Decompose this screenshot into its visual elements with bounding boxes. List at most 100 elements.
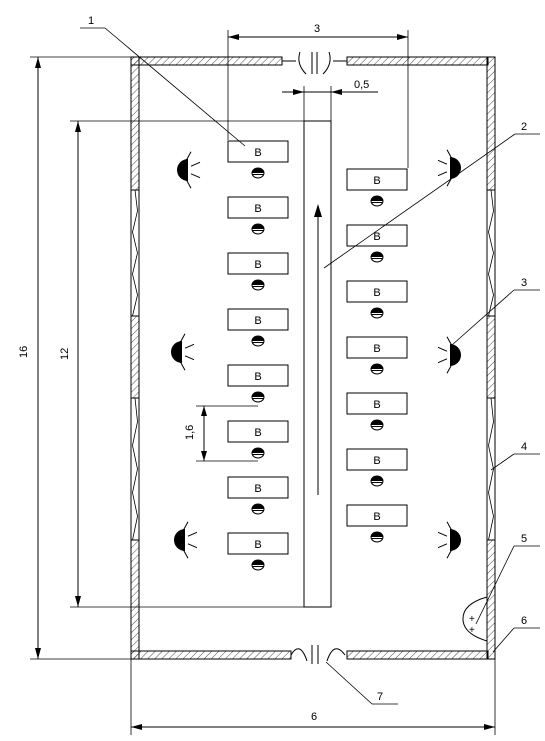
seat-icon	[370, 419, 384, 431]
dim-total-height: 16	[18, 56, 131, 660]
left-wall	[130, 56, 140, 660]
svg-text:+: +	[469, 625, 475, 636]
seat-icon	[251, 447, 265, 459]
window	[130, 397, 140, 541]
bottom-door	[290, 645, 346, 664]
window	[486, 189, 496, 317]
seat-icon	[370, 363, 384, 375]
callout-1: 1	[88, 15, 94, 27]
left-desk: В	[227, 140, 289, 179]
desk-rect	[227, 420, 289, 443]
right-desk: В	[346, 168, 408, 207]
seat-icon	[370, 307, 384, 319]
left-desk: В	[227, 308, 289, 347]
desk-label: В	[373, 399, 380, 411]
desk-label: В	[254, 371, 261, 383]
left-desk: В	[227, 364, 289, 403]
dim-6-label: 6	[311, 711, 317, 723]
dim-12-label: 12	[59, 348, 71, 360]
top-wall-right	[346, 56, 489, 66]
svg-text:+: +	[469, 614, 475, 625]
passage-arrow-head	[314, 204, 322, 217]
dim-05-label: 0,5	[354, 79, 369, 91]
desk-label: В	[373, 231, 380, 243]
lamp-icon	[437, 149, 461, 187]
bottom-wall-right	[346, 650, 489, 660]
dim-passage-width: 0,5	[282, 79, 378, 121]
lamp-icon	[171, 333, 195, 371]
dim-door-spacing: 3	[227, 23, 409, 168]
desk-rect	[346, 448, 408, 471]
desk-rect	[346, 504, 408, 527]
seat-icon	[370, 195, 384, 207]
desk-label: В	[254, 315, 261, 327]
desk-label: В	[254, 203, 261, 215]
left-desk: В	[227, 420, 289, 459]
lamps	[171, 149, 461, 559]
seat-icon	[251, 223, 265, 235]
dim-row-length: 12	[59, 120, 304, 608]
seat-icon	[251, 503, 265, 515]
top-wall-left	[130, 56, 283, 66]
dim-16-label: 16	[18, 346, 30, 358]
callout-5: 5	[521, 533, 527, 545]
dim-total-width: 6	[130, 659, 496, 735]
desk-rect	[227, 476, 289, 499]
desk-rect	[346, 168, 408, 191]
desk-rect	[227, 364, 289, 387]
desk-rect	[346, 224, 408, 247]
right-desk: В	[346, 280, 408, 319]
dim-row-pitch: 1,6	[184, 405, 258, 462]
callouts: 1 2 3 4 5 6 7	[80, 15, 540, 705]
seat-icon	[251, 335, 265, 347]
desk-rect	[227, 196, 289, 219]
callout-2: 2	[521, 121, 527, 133]
desk-label: В	[254, 483, 261, 495]
desk-label: В	[254, 147, 261, 159]
windows	[130, 189, 496, 541]
desk-label: В	[373, 343, 380, 355]
seat-icon	[251, 391, 265, 403]
lamp-icon	[437, 521, 461, 559]
right-desk: В	[346, 448, 408, 487]
left-desks: В В В В В В В В	[227, 140, 289, 571]
desk-label: В	[254, 427, 261, 439]
corner-device: + +	[462, 596, 488, 642]
right-desk: В	[346, 392, 408, 431]
lamp-icon	[437, 336, 461, 374]
desk-rect	[346, 280, 408, 303]
right-wall	[486, 56, 496, 660]
desk-label: В	[373, 287, 380, 299]
callout-4: 4	[521, 441, 527, 453]
right-desk: В	[346, 504, 408, 543]
left-desk: В	[227, 196, 289, 235]
desk-label: В	[373, 455, 380, 467]
window	[130, 189, 140, 317]
right-desk: В	[346, 336, 408, 375]
seat-icon	[251, 559, 265, 571]
left-desk: В	[227, 532, 289, 571]
seat-icon	[370, 251, 384, 263]
seat-icon	[251, 279, 265, 291]
desk-label: В	[373, 175, 380, 187]
desk-label: В	[373, 511, 380, 523]
right-desks: В В В В В В В	[346, 168, 408, 543]
left-desk: В	[227, 476, 289, 515]
desk-rect	[227, 532, 289, 555]
seat-icon	[251, 167, 265, 179]
bottom-wall-left	[130, 650, 292, 660]
desk-rect	[346, 336, 408, 359]
left-desk: В	[227, 252, 289, 291]
callout-6: 6	[521, 615, 527, 627]
desk-rect	[346, 392, 408, 415]
walls	[130, 56, 496, 660]
desk-label: В	[254, 259, 261, 271]
seat-icon	[370, 475, 384, 487]
seat-icon	[370, 531, 384, 543]
right-desk: В	[346, 224, 408, 263]
dim-3-label: 3	[314, 23, 320, 35]
top-door	[282, 51, 347, 75]
dim-16-pitch-label: 1,6	[184, 425, 196, 440]
window	[486, 397, 496, 541]
desk-rect	[227, 252, 289, 275]
